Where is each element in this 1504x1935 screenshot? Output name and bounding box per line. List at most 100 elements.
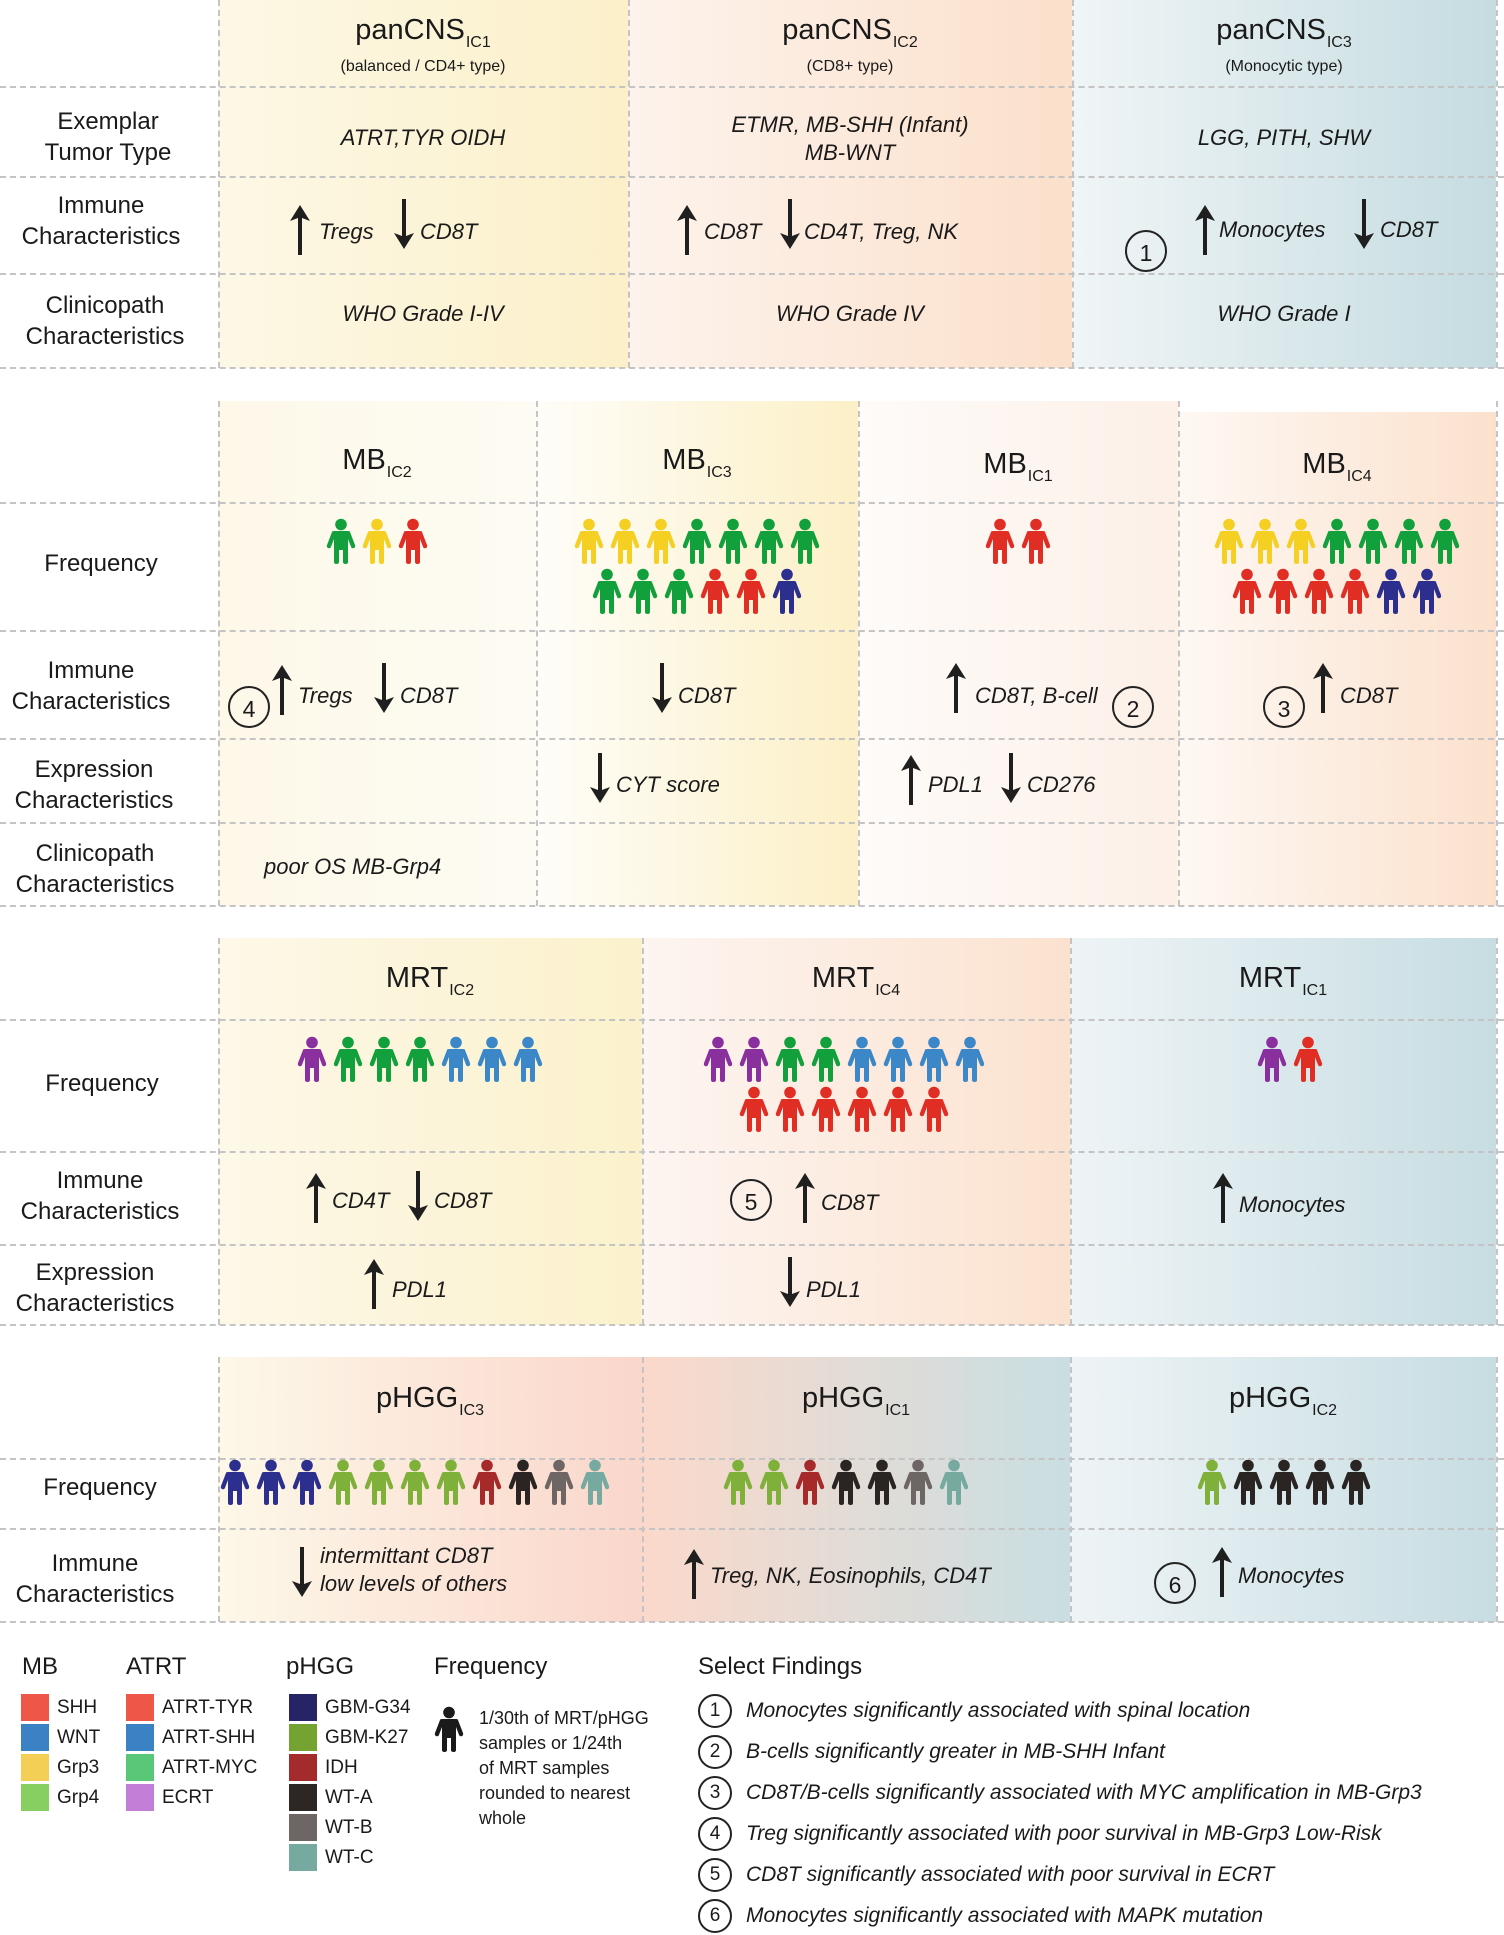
legend-swatch bbox=[21, 1694, 49, 1721]
finding-number: 1 bbox=[698, 1694, 732, 1728]
legend-mb-title: MB bbox=[22, 1653, 58, 1680]
row-label-frequency: Frequency bbox=[45, 1070, 159, 1097]
pancns-ic3-up-text: Monocytes bbox=[1219, 217, 1326, 242]
legend-swatch bbox=[21, 1784, 49, 1811]
person-icon-blue bbox=[955, 1036, 985, 1087]
person-icon-red bbox=[775, 1086, 805, 1137]
pancns-ic3-header: panCNSIC3 bbox=[1216, 14, 1352, 51]
phgg-ic1-up-text: Treg, NK, Eosinophils, CD4T bbox=[710, 1563, 991, 1588]
person-icon-teal bbox=[939, 1459, 969, 1510]
down-arrow bbox=[588, 752, 612, 809]
mb-ic3-expr-down-text: CYT score bbox=[616, 772, 720, 797]
up-arrow bbox=[899, 754, 923, 811]
person-icon-red bbox=[919, 1086, 949, 1137]
person-icon-blue bbox=[883, 1036, 913, 1087]
exemplar-ic3: LGG, PITH, SHW bbox=[1197, 125, 1371, 150]
phgg-ic3-down-text-2: low levels of others bbox=[320, 1571, 508, 1596]
finding-number: 2 bbox=[698, 1735, 732, 1769]
legend-swatch bbox=[289, 1844, 317, 1871]
person-icon-black bbox=[1269, 1459, 1299, 1510]
mb-ic4-up-text: CD8T bbox=[1340, 683, 1398, 708]
finding-number: 6 bbox=[698, 1899, 732, 1933]
legend-phgg-title: pHGG bbox=[286, 1653, 355, 1680]
finding-text: CD8T significantly associated with poor … bbox=[746, 1863, 1275, 1886]
mb-ic1-up-text: CD8T, B-cell bbox=[975, 683, 1098, 708]
person-icon-red bbox=[736, 568, 766, 619]
mrt-ic4-header: MRTIC4 bbox=[811, 962, 901, 999]
legend-label: Grp3 bbox=[57, 1757, 100, 1778]
legend-atrt-title: ATRT bbox=[126, 1653, 187, 1680]
clinico-ic2: WHO Grade IV bbox=[776, 301, 924, 326]
clinico-ic1: WHO Grade I-IV bbox=[342, 301, 504, 326]
mrt-ic2-down-text: CD8T bbox=[434, 1188, 492, 1213]
up-arrow bbox=[944, 662, 968, 719]
person-icon-green bbox=[790, 518, 820, 569]
person-icon-black bbox=[867, 1459, 897, 1510]
mb-bg-ic1 bbox=[858, 401, 1178, 906]
legend-swatch bbox=[21, 1754, 49, 1781]
legend-swatch bbox=[289, 1784, 317, 1811]
mrt-bg-ic2 bbox=[218, 938, 642, 1325]
person-icon-navy bbox=[256, 1459, 286, 1510]
legend-swatch bbox=[289, 1814, 317, 1841]
person-icon-green bbox=[775, 1036, 805, 1087]
person-icon-yellow bbox=[1250, 518, 1280, 569]
legend-label: ATRT-MYC bbox=[162, 1757, 258, 1778]
finding-number: 3 bbox=[698, 1776, 732, 1810]
legend-label: ATRT-SHH bbox=[162, 1727, 256, 1748]
person-icon-black bbox=[1305, 1459, 1335, 1510]
person-icon-red bbox=[883, 1086, 913, 1137]
finding-text: Monocytes significantly associated with … bbox=[746, 1699, 1251, 1722]
pancns-bg-ic3 bbox=[1072, 0, 1496, 368]
down-arrow bbox=[650, 662, 674, 719]
person-icon-green bbox=[1430, 518, 1460, 569]
person-icon-blue bbox=[919, 1036, 949, 1087]
up-arrow bbox=[270, 664, 294, 721]
person-icon-yellow bbox=[362, 518, 392, 569]
finding-text: Monocytes significantly associated with … bbox=[746, 1904, 1264, 1927]
person-icon bbox=[434, 1706, 464, 1757]
legend-swatch bbox=[21, 1724, 49, 1751]
findings-title: Select Findings bbox=[698, 1653, 863, 1680]
mb-ic3-header: MBIC3 bbox=[662, 444, 732, 481]
person-icon-red bbox=[1021, 518, 1051, 569]
person-icon-blue bbox=[477, 1036, 507, 1087]
up-arrow bbox=[1193, 204, 1217, 261]
person-icon-green bbox=[628, 568, 658, 619]
mb-ic4-header: MBIC4 bbox=[1302, 448, 1372, 485]
person-icon-purple bbox=[297, 1036, 327, 1087]
person-icon-lime bbox=[723, 1459, 753, 1510]
pancns-bg-ic1 bbox=[218, 0, 628, 368]
person-icon-purple bbox=[1257, 1036, 1287, 1087]
finding-marker: 3 bbox=[1263, 686, 1305, 728]
person-icon-yellow bbox=[574, 518, 604, 569]
legend-swatch bbox=[126, 1754, 154, 1781]
legend-label: WT-C bbox=[325, 1847, 374, 1868]
person-icon-navy bbox=[1376, 568, 1406, 619]
clinico-ic3: WHO Grade I bbox=[1217, 301, 1351, 326]
person-icon-gray bbox=[544, 1459, 574, 1510]
mb-bg-ic3 bbox=[536, 401, 858, 906]
person-icon-red bbox=[1304, 568, 1334, 619]
finding-marker: 5 bbox=[730, 1179, 772, 1221]
exemplar-ic2-line1: ETMR, MB-SHH (Infant) bbox=[731, 112, 969, 137]
down-arrow bbox=[778, 198, 802, 255]
person-icon-green bbox=[1358, 518, 1388, 569]
legend-swatch bbox=[126, 1724, 154, 1751]
finding-marker: 6 bbox=[1154, 1562, 1196, 1604]
person-icon-navy bbox=[220, 1459, 250, 1510]
mb-ic1-expr-up-text: PDL1 bbox=[928, 772, 984, 797]
finding-text: CD8T/B-cells significantly associated wi… bbox=[746, 1781, 1422, 1804]
person-icon-yellow bbox=[1214, 518, 1244, 569]
person-icon-green bbox=[592, 568, 622, 619]
up-arrow bbox=[793, 1172, 817, 1229]
legend-swatch bbox=[126, 1694, 154, 1721]
mrt-bg-ic1 bbox=[1070, 938, 1496, 1325]
legend-label: WT-A bbox=[325, 1787, 373, 1808]
person-icon-green bbox=[1322, 518, 1352, 569]
